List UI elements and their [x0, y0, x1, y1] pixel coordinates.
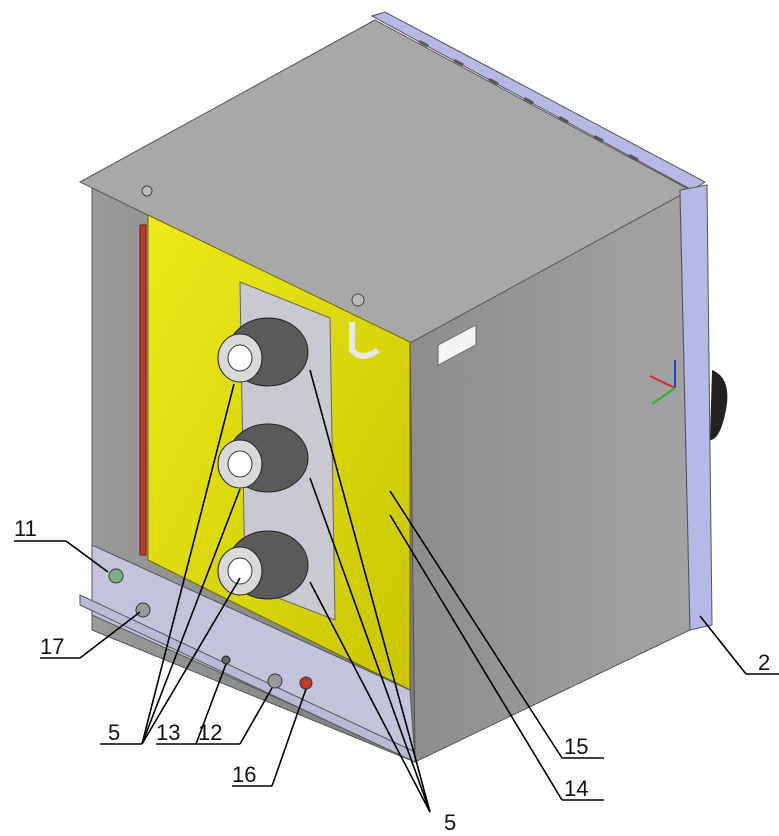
- connector-11: [108, 568, 124, 584]
- top-bolt: [141, 185, 153, 197]
- callout-14: 14: [564, 776, 588, 801]
- callout-17: 17: [40, 634, 64, 659]
- door-handle: [710, 370, 728, 440]
- connector-17: [135, 602, 151, 618]
- switch-16: [299, 676, 313, 690]
- callout-16: 16: [232, 762, 256, 787]
- top-vent: [351, 293, 365, 307]
- rail-slots: [418, 40, 639, 162]
- heating-rod: [139, 224, 147, 556]
- callout-12: 12: [198, 720, 222, 745]
- base-plate: [79, 594, 416, 763]
- fan-motor-middle: [217, 423, 309, 493]
- fan-motor-top: [217, 317, 309, 387]
- callout-2: 2: [758, 650, 770, 675]
- top-edge-rail: [370, 11, 707, 191]
- rating-label-plate: [437, 324, 477, 366]
- callout-15: 15: [564, 734, 588, 759]
- steam-pipe: [349, 322, 380, 359]
- callout-5-bottom: 5: [444, 810, 456, 835]
- door-side-rail: [679, 184, 713, 631]
- callout-13: 13: [156, 720, 180, 745]
- connector-13: [221, 655, 231, 665]
- callout-11: 11: [14, 516, 37, 541]
- leader-lines: [14, 369, 779, 813]
- callout-5-left: 5: [108, 720, 120, 745]
- fan-motor-bottom: [217, 530, 309, 600]
- axis-triad-icon: [649, 360, 676, 405]
- connector-12: [267, 673, 283, 689]
